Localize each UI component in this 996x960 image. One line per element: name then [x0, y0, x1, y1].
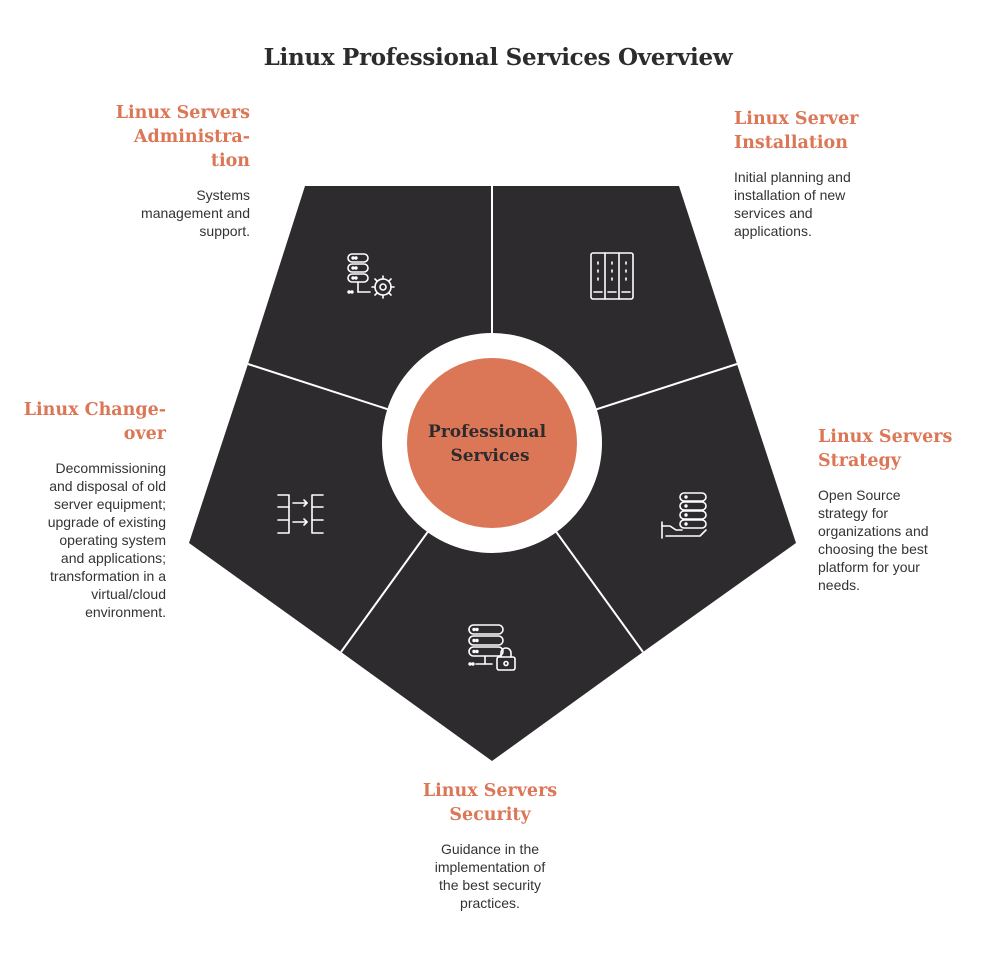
label-line: Linux Servers [818, 427, 953, 447]
desc-line: organizations and [818, 523, 929, 539]
desc-line: practices. [460, 895, 520, 911]
desc-line: support. [199, 223, 250, 239]
label-installation: Linux Server Installation [734, 107, 858, 155]
desc-line: choosing the best [818, 541, 928, 557]
center-label-line-1: Professional [428, 422, 547, 442]
label-line: Linux Servers [422, 781, 558, 801]
desc-line: Guidance in the [440, 841, 540, 857]
server-gear-icon [347, 253, 395, 299]
segment-security [341, 443, 643, 761]
label-line: Security [449, 805, 531, 825]
label-line: Strategy [818, 451, 901, 471]
desc-changeover: Decommissioning and disposal of old serv… [48, 459, 166, 621]
label-line: Administra- [133, 127, 250, 147]
center-circle [407, 358, 577, 528]
desc-line: strategy for [818, 505, 889, 521]
desc-security: Guidance in the implementation of the be… [390, 840, 590, 912]
label-strategy: Linux Servers Strategy [818, 425, 952, 473]
center-label-line-2: Services [450, 446, 529, 466]
server-rack-icon [590, 252, 634, 300]
desc-line: implementation of [434, 859, 546, 875]
desc-installation: Initial planning and installation of new… [734, 168, 851, 240]
desc-line: needs. [818, 577, 861, 593]
desc-line: server equipment; [53, 496, 166, 512]
desc-line: the best security [439, 877, 541, 893]
desc-line: environment. [85, 604, 166, 620]
hand-database-icon [661, 492, 707, 539]
label-line: tion [210, 151, 250, 171]
desc-line: Open Source [818, 487, 901, 503]
desc-administration: Systems management and support. [141, 186, 250, 240]
desc-line: transformation in a [50, 568, 166, 584]
desc-line: upgrade of existing [47, 514, 166, 530]
label-line: Linux Server [734, 109, 859, 129]
center-label: Professional Services [428, 422, 552, 466]
label-line: Installation [734, 133, 848, 153]
label-line: Linux Servers [115, 103, 250, 123]
desc-line: applications. [734, 223, 812, 239]
desc-line: platform for your [818, 559, 920, 575]
label-line: Linux Change- [23, 400, 166, 420]
desc-line: and applications; [60, 550, 166, 566]
desc-line: virtual/cloud [91, 586, 166, 602]
desc-line: and disposal of old [49, 478, 166, 494]
desc-line: Systems [196, 187, 250, 203]
label-security: Linux Servers Security [390, 779, 590, 827]
desc-line: installation of new [734, 187, 846, 203]
server-lock-icon [468, 624, 516, 671]
desc-line: operating system [59, 532, 166, 548]
label-administration: Linux Servers Administra- tion [116, 101, 250, 173]
desc-strategy: Open Source strategy for organizations a… [818, 486, 929, 594]
desc-line: Decommissioning [55, 460, 166, 476]
label-changeover: Linux Change- over [24, 398, 166, 446]
desc-line: management and [141, 205, 250, 221]
label-line: over [123, 424, 166, 444]
migration-icon [277, 494, 324, 534]
diagram-title: Linux Professional Services Overview [263, 44, 733, 71]
desc-line: services and [734, 205, 813, 221]
desc-line: Initial planning and [734, 169, 851, 185]
